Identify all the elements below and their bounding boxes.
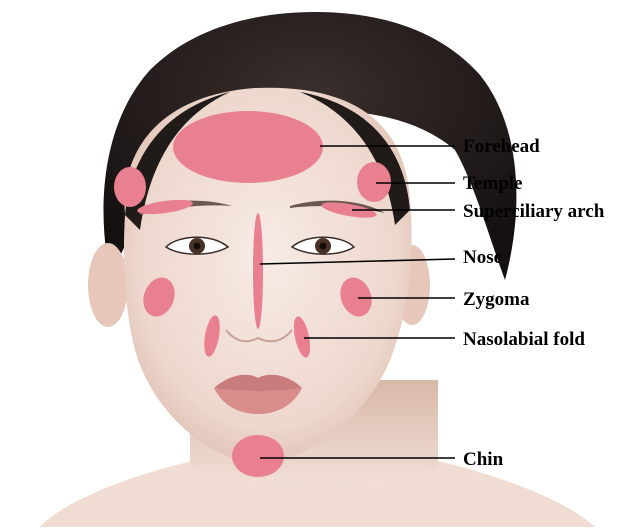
temple-left-region bbox=[114, 167, 146, 207]
label-superciliary-arch: Superciliary arch bbox=[463, 201, 605, 222]
label-nose: Nose bbox=[463, 247, 502, 268]
nose-region bbox=[253, 213, 263, 329]
chin-region bbox=[232, 435, 284, 477]
label-zygoma: Zygoma bbox=[463, 289, 530, 310]
temple-right-region bbox=[357, 162, 391, 202]
label-chin: Chin bbox=[463, 449, 504, 470]
label-forehead: Forehead bbox=[463, 136, 540, 157]
label-temple: Temple bbox=[463, 173, 522, 194]
forehead-region bbox=[173, 111, 323, 183]
label-nasolabial-fold: Nasolabial fold bbox=[463, 329, 585, 350]
left-ear bbox=[88, 243, 128, 327]
right-pupil bbox=[320, 243, 327, 250]
left-pupil bbox=[194, 243, 201, 250]
labels: Forehead Temple Superciliary arch Nose Z… bbox=[463, 136, 605, 470]
